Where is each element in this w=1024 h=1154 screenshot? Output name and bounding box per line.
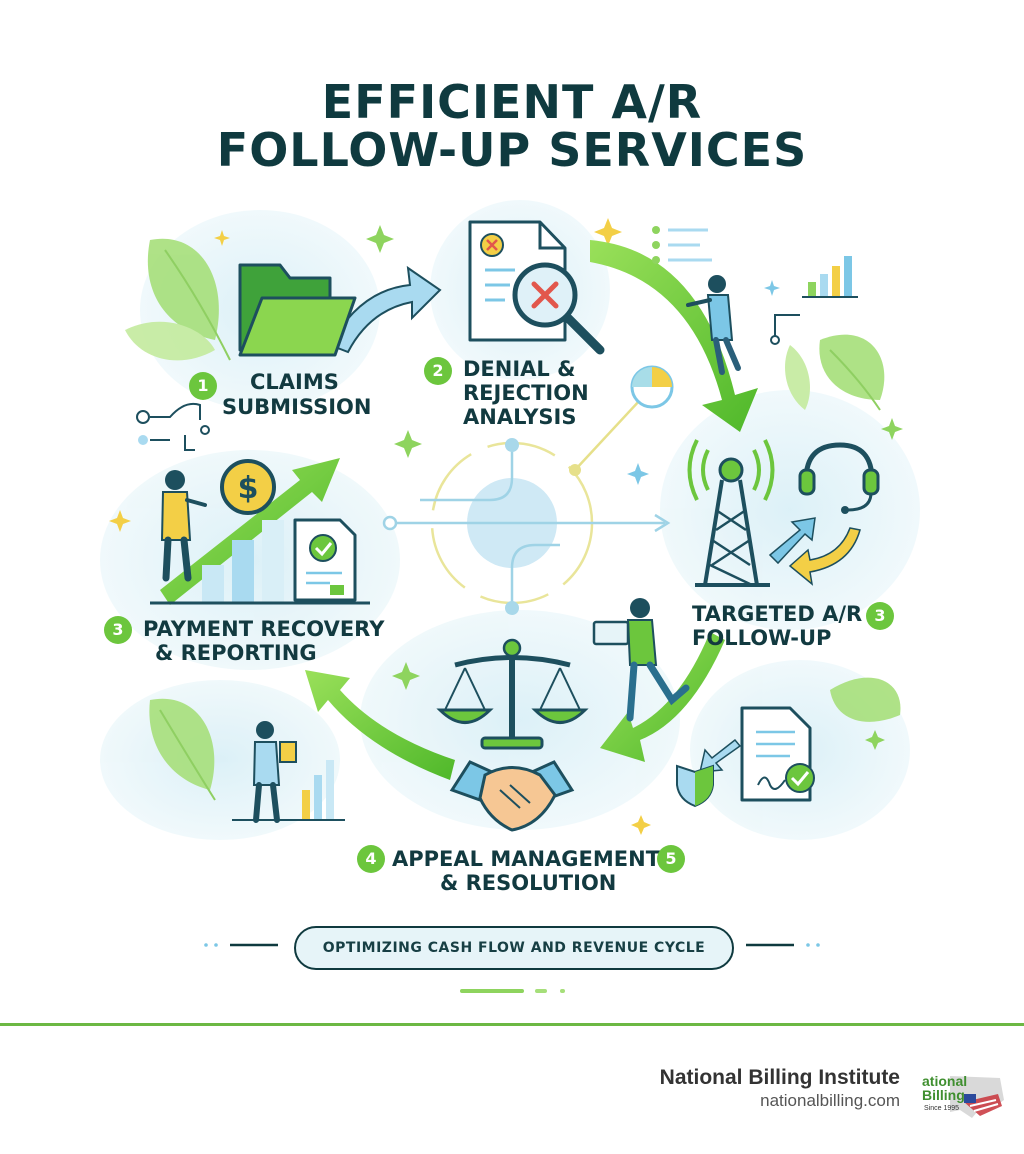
folder-icon	[238, 263, 357, 357]
scales-icon	[436, 638, 589, 750]
step-3-label-line-1: TARGETED A/R	[692, 602, 863, 626]
growth-bars	[150, 520, 370, 605]
person-icon	[686, 275, 741, 375]
list-icon	[652, 226, 712, 264]
footer-website-link[interactable]: nationalbilling.com	[760, 1091, 900, 1110]
footer-company-name: National Billing Institute	[659, 1066, 900, 1089]
payment-step-label-line-2: & REPORTING	[155, 641, 317, 665]
step-4-badge: 4	[357, 845, 385, 873]
step-3-badge: 3	[866, 602, 894, 630]
page-title-line-2: FOLLOW-UP SERVICES	[216, 123, 808, 177]
step-4-label-line-1: APPEAL MANAGEMENT	[392, 847, 661, 871]
bar-chart-icon	[232, 760, 345, 821]
svg-text:ational: ational	[922, 1073, 967, 1089]
step-2-label-line-1: DENIAL &	[463, 357, 576, 381]
payment-step-badge: 3	[104, 616, 132, 644]
tagline-banner: OPTIMIZING CASH FLOW AND REVENUE CYCLE	[294, 926, 734, 970]
step-2-label-line-3: ANALYSIS	[463, 405, 577, 429]
handshake-icon	[449, 760, 575, 832]
sparkle-icon	[366, 225, 903, 750]
sparkle-icon-yellow	[109, 218, 651, 835]
signed-document-icon	[740, 706, 815, 802]
illustration: $	[100, 200, 920, 993]
shield-icon	[676, 764, 714, 808]
step-2-label-line-2: REJECTION	[463, 381, 589, 405]
person-icon	[160, 470, 207, 582]
person-icon	[252, 721, 297, 823]
headset-icon	[798, 442, 880, 514]
leaf-stems	[159, 249, 881, 801]
dollar-coin-icon: $	[220, 459, 276, 515]
sparkle-icon-blue	[627, 280, 780, 485]
bar-chart-icon	[770, 256, 858, 345]
step-1-label-line-1: CLAIMS	[250, 370, 339, 394]
person-icon	[592, 598, 690, 722]
step-4-label-line-2: & RESOLUTION	[440, 871, 617, 895]
page-title-line-1: EFFICIENT A/R	[321, 75, 703, 129]
center-network	[382, 365, 674, 615]
svg-text:Billing: Billing	[922, 1087, 965, 1103]
step-1-badge: 1	[189, 372, 217, 400]
step-3-label-line-2: FOLLOW-UP	[692, 626, 832, 650]
step-1-label-line-2: SUBMISSION	[222, 395, 372, 419]
svg-text:Since 1995: Since 1995	[924, 1105, 959, 1112]
radio-tower-icon	[687, 439, 775, 587]
step-5-badge: 5	[657, 845, 685, 873]
company-logo: ational Billing Since 1995	[920, 1066, 1006, 1122]
document-magnifier-icon	[468, 220, 605, 355]
footer-divider	[0, 1023, 1024, 1026]
banner-dividers	[204, 943, 820, 993]
svg-text:$: $	[238, 471, 259, 506]
connector-icon	[136, 402, 210, 451]
step-2-badge: 2	[424, 357, 452, 385]
blue-arrows	[328, 265, 861, 773]
payment-step-label-line-1: PAYMENT RECOVERY	[143, 617, 385, 641]
signed-document-icon	[293, 518, 357, 602]
